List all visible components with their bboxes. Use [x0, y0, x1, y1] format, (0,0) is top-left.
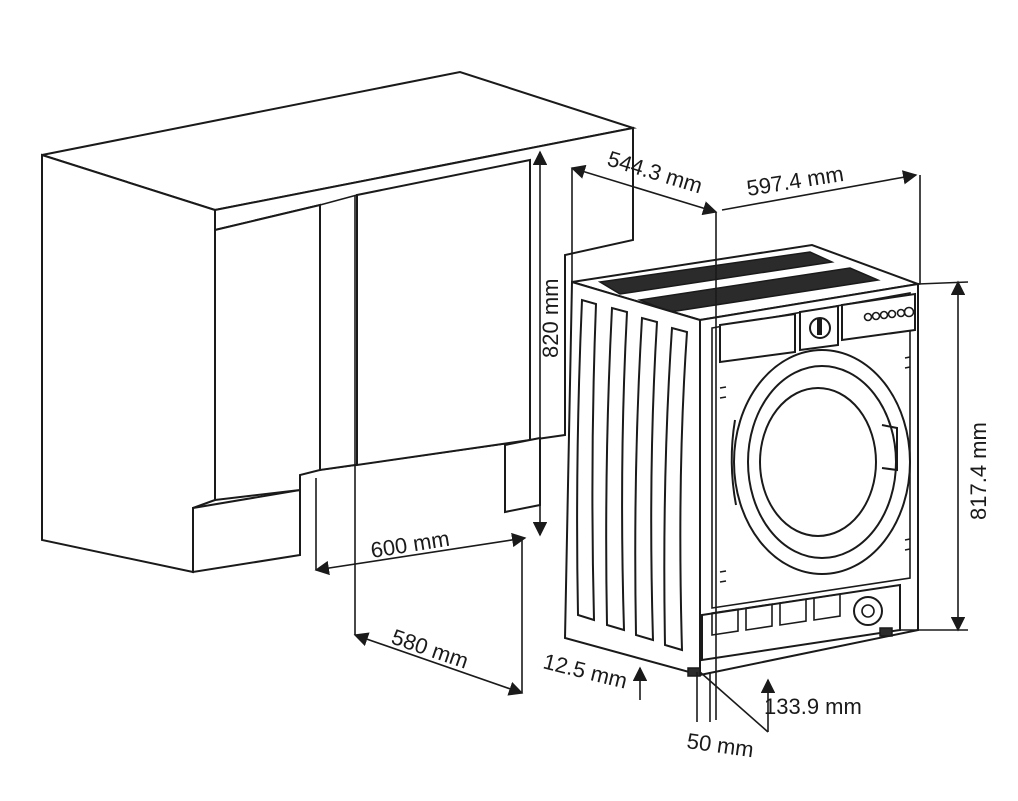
door — [730, 349, 911, 575]
display-panel — [841, 292, 916, 342]
label-machine-height: 817.4 mm — [966, 422, 991, 520]
label-base-offset: 12.5 mm — [541, 649, 630, 694]
control-panel — [719, 292, 916, 364]
cabinet — [41, 70, 637, 574]
cabinet-niche-wall — [214, 203, 321, 502]
cabinet-plinth — [192, 488, 301, 574]
detergent-drawer — [719, 312, 796, 364]
label-cabinet-depth: 580 mm — [388, 624, 471, 674]
dimension-lines — [314, 150, 969, 733]
washing-machine — [563, 243, 922, 677]
label-cabinet-height: 820 mm — [538, 279, 563, 358]
cabinet-right-side — [504, 436, 541, 514]
label-foot-gap: 50 mm — [685, 728, 755, 762]
side-grooves — [576, 298, 689, 652]
label-machine-width: 597.4 mm — [745, 161, 846, 201]
label-plinth-depth: 133.9 mm — [764, 694, 862, 719]
cabinet-right-panel — [356, 158, 531, 467]
drain-filter-icon — [853, 596, 883, 626]
label-cabinet-width: 600 mm — [369, 526, 451, 563]
cabinet-left-front — [41, 153, 216, 574]
control-buttons-icon — [863, 306, 915, 322]
